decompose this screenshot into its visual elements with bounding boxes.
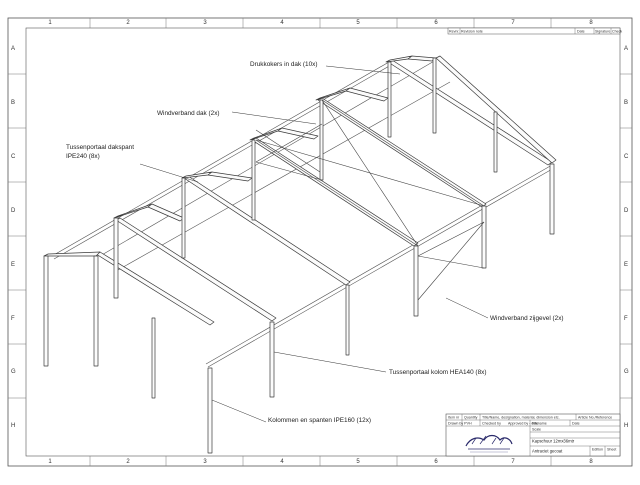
row-label-left: E [11, 262, 15, 268]
leader-lines [139, 65, 489, 423]
col-label-top: 3 [203, 20, 207, 26]
inner-frame [25, 27, 621, 457]
rev-header: Check [612, 30, 622, 34]
row-label-left: B [11, 100, 15, 106]
row-label-left: F [11, 316, 15, 322]
callout-kolommen: Kolommen en spanten IPE160 (12x) [268, 417, 371, 424]
col-label-bottom: 4 [280, 459, 284, 465]
row-label-left: C [11, 154, 16, 160]
rev-header: Revision note [461, 30, 483, 34]
col-label-top: 2 [126, 20, 130, 26]
callout-windverband-zijgevel: Windverband zijgevel (2x) [490, 315, 564, 322]
tb-item-nr: Item nr [448, 416, 460, 420]
tb-date: Date [572, 422, 580, 426]
tb-filename: Filename [532, 422, 547, 426]
col-label-bottom: 5 [356, 459, 360, 465]
rev-header: Revnr. [449, 30, 459, 34]
tb-scale: Scale [532, 428, 541, 432]
row-label-left: H [11, 423, 15, 429]
tb-sheet: Sheet [607, 448, 616, 452]
tb-title-value: Kapschuur 12mx36mtr [532, 439, 575, 444]
callout-dakspant-line2: IPE240 (8x) [66, 153, 100, 160]
tb-drawn-by: Drawn by PVH [448, 422, 472, 426]
sidewall-wind-bracing [417, 221, 485, 301]
tb-approved: Approved by - date [508, 422, 538, 426]
purlins [51, 59, 555, 368]
callout-windverband-dak: Windverband dak (2x) [157, 110, 220, 117]
rev-header: Date [577, 30, 585, 34]
row-label-left: D [11, 208, 16, 214]
col-label-top: 1 [48, 20, 52, 26]
col-label-top: 6 [434, 20, 438, 26]
tb-checked-by: Checked by [482, 422, 501, 426]
rev-header: Signature [595, 30, 610, 34]
callout-drukkokers: Drukkokers in dak (10x) [250, 61, 317, 68]
outer-border [7, 17, 633, 467]
callout-dakspant-line1: Tussenportaal dakspant [66, 144, 134, 151]
row-label-left: G [11, 369, 16, 375]
col-label-bottom: 2 [126, 459, 130, 465]
callout-kolom: Tussenportaal kolom HEA140 (8x) [389, 369, 486, 376]
tb-quantity: Quantity [464, 416, 478, 420]
row-label-right: B [624, 100, 628, 106]
row-label-right: D [624, 208, 629, 214]
col-label-bottom: 7 [511, 459, 515, 465]
col-label-top: 8 [589, 20, 593, 26]
col-label-bottom: 1 [48, 459, 52, 465]
steel-structure [43, 55, 557, 454]
revision-block: Revnr. Revision note Date Signature Chec… [447, 27, 622, 35]
col-label-top: 4 [280, 20, 284, 26]
tb-description-header: Title/Name, designation, material, dimen… [482, 416, 560, 420]
tb-edition: Edition [592, 448, 603, 452]
col-label-bottom: 3 [203, 459, 207, 465]
portal-frames [43, 55, 437, 257]
col-label-top: 7 [511, 20, 515, 26]
row-label-right: A [624, 46, 628, 52]
col-label-bottom: 6 [434, 459, 438, 465]
title-block: Item nr Quantity Title/Name, designation… [445, 413, 621, 457]
row-label-right: C [624, 154, 629, 160]
row-label-right: H [624, 423, 628, 429]
row-label-left: A [11, 46, 15, 52]
columns [43, 57, 555, 454]
row-label-right: F [624, 316, 628, 322]
col-label-top: 5 [356, 20, 360, 26]
zone-ticks [8, 18, 632, 466]
roof-wind-bracing [255, 99, 485, 247]
tb-subtitle-value: Antraciet gecoat [532, 449, 563, 454]
col-label-bottom: 8 [589, 459, 593, 465]
row-label-right: G [624, 369, 629, 375]
row-label-right: E [624, 262, 628, 268]
company-logo [465, 434, 513, 453]
tb-article: Article No./Reference [578, 416, 612, 420]
